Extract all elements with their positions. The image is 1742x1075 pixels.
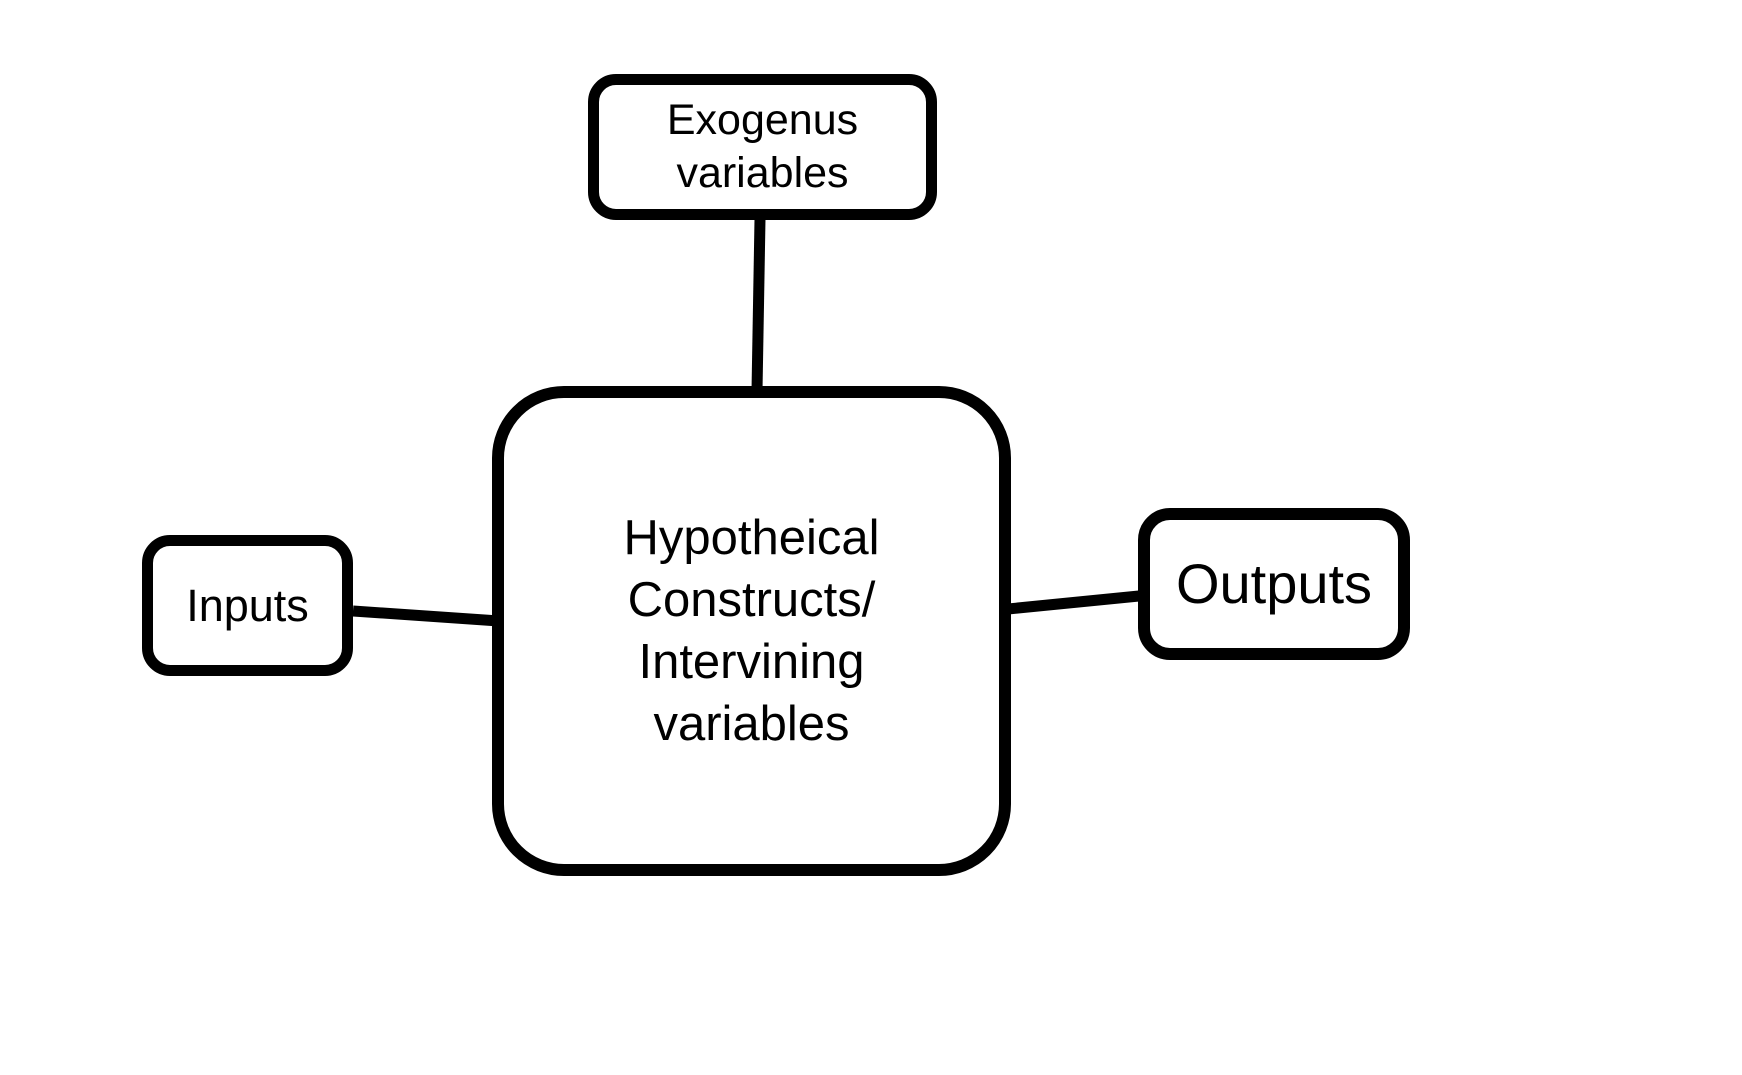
node-central-label-line-1: Hypotheical [623,511,880,565]
edge-inputs-to-central [352,605,500,627]
node-outputs: Outputs [1138,508,1410,660]
node-central-label-line-2: Constructs/ [627,573,876,627]
node-inputs-label: Inputs [186,579,309,631]
node-central-label-line-4: variables [653,697,850,751]
edge-exogenous-to-central [751,218,766,392]
node-exogenous-variables: Exogenus variables [588,74,937,220]
edge-central-to-outputs [1007,590,1140,615]
node-exogenous-label-line-2: variables [676,149,849,197]
node-central-label-line-3: Intervining [638,635,865,689]
node-inputs: Inputs [142,535,353,676]
node-exogenous-label-line-1: Exogenus [666,96,859,144]
node-hypothetical-constructs: Hypotheical Constructs/ Intervining vari… [492,386,1011,876]
node-outputs-label: Outputs [1175,552,1373,615]
